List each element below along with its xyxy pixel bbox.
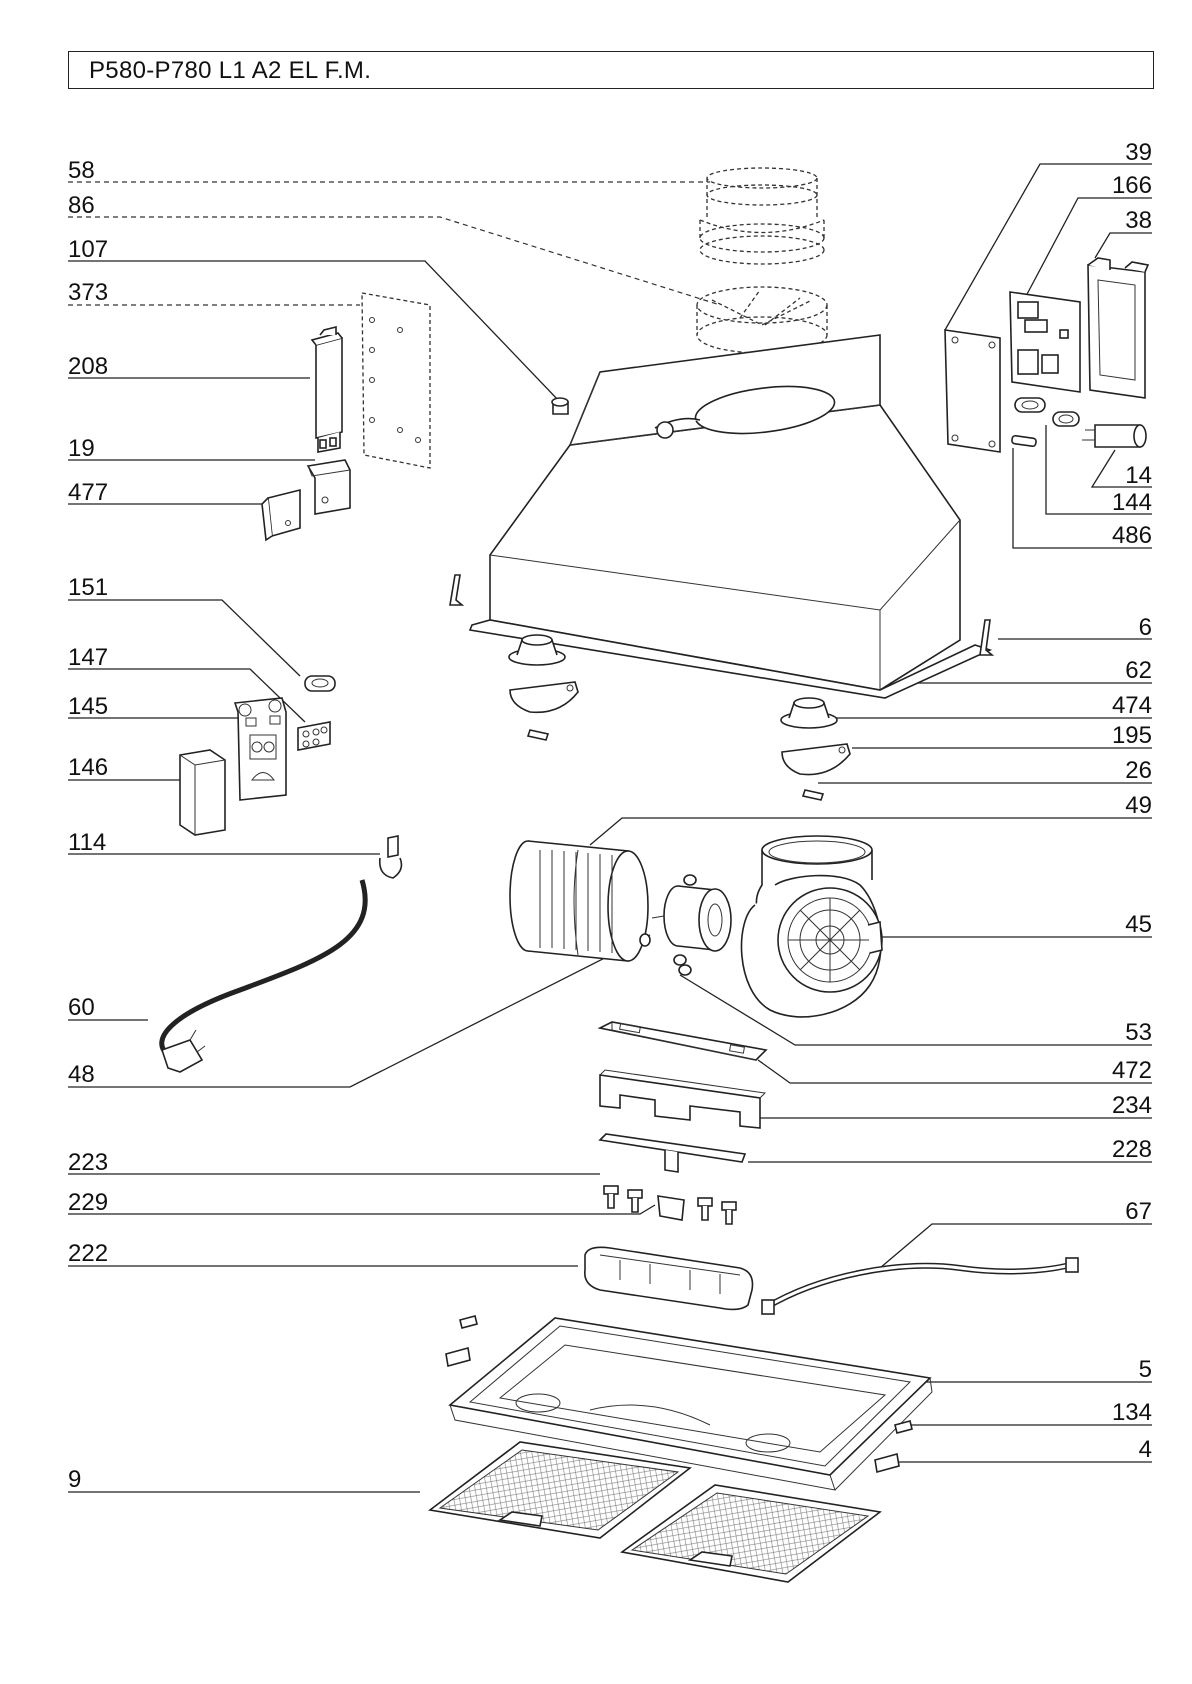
callout-208: 208 [68, 353, 108, 380]
leader-107 [68, 260, 561, 403]
part-67-cable [761, 1257, 1079, 1315]
part-38-housing [1087, 257, 1150, 399]
callout-144: 144 [1112, 489, 1152, 516]
callout-486: 486 [1112, 522, 1152, 549]
part-146-cover [179, 749, 226, 836]
leader-86 [68, 216, 721, 306]
part-107-clip [551, 397, 569, 415]
left-callouts: 58 86 107 373 208 19 477 151 147 145 146… [68, 157, 721, 1493]
leader-472 [757, 1059, 1152, 1084]
leader-49 [589, 817, 1152, 846]
part-228-plate [598, 1133, 747, 1173]
title-box: P580-P780 L1 A2 EL F.M. [68, 51, 1154, 89]
callout-147: 147 [68, 644, 108, 671]
callout-373: 373 [68, 279, 108, 306]
callout-53: 53 [1125, 1019, 1152, 1046]
leader-151 [68, 599, 301, 677]
callout-5: 5 [1139, 1356, 1152, 1383]
part-60-power-cord [159, 879, 368, 1073]
part-62-hood-body [468, 334, 993, 699]
part-472-bracket [597, 1021, 768, 1061]
callout-195: 195 [1112, 722, 1152, 749]
leader-14 [1090, 449, 1152, 488]
callout-151: 151 [68, 574, 108, 601]
part-114-cable-clamp [378, 835, 403, 879]
part-166-pcb [1009, 291, 1081, 393]
part-58-duct-collar [699, 167, 825, 265]
callout-14: 14 [1125, 462, 1152, 489]
page-title: P580-P780 L1 A2 EL F.M. [89, 57, 372, 84]
callout-234: 234 [1112, 1092, 1152, 1119]
part-229-button [657, 1195, 685, 1221]
part-145-switch-module [233, 697, 287, 801]
callout-134: 134 [1112, 1399, 1152, 1426]
part-151-grommet [304, 675, 336, 692]
leader-53 [679, 974, 1152, 1046]
callout-48: 48 [68, 1061, 95, 1088]
callout-107: 107 [68, 236, 108, 263]
part-373-plate [361, 292, 431, 469]
leader-39 [944, 163, 1152, 331]
leader-147 [68, 668, 306, 723]
callout-39: 39 [1125, 139, 1152, 166]
part-223-buttons [603, 1185, 737, 1225]
leader-48 [68, 934, 651, 1088]
callout-222: 222 [68, 1240, 108, 1267]
part-208-driver [310, 325, 343, 453]
callout-114: 114 [68, 829, 106, 856]
part-6-hooks [449, 574, 995, 656]
callout-67: 67 [1125, 1198, 1152, 1225]
leader-486 [1012, 448, 1152, 549]
part-486-fuse [1011, 434, 1037, 448]
leader-38 [1094, 232, 1152, 259]
callout-146: 146 [68, 754, 108, 781]
leader-67 [879, 1223, 1152, 1269]
part-477-cover [261, 488, 301, 542]
callout-6: 6 [1139, 614, 1152, 641]
callout-60: 60 [68, 994, 95, 1021]
part-9-filters [428, 1441, 882, 1583]
callout-38: 38 [1125, 207, 1152, 234]
callout-19: 19 [68, 435, 95, 462]
callout-474: 474 [1112, 692, 1152, 719]
part-147-terminal-block [297, 721, 331, 751]
callout-26: 26 [1125, 757, 1152, 784]
part-14-capacitor [1082, 424, 1147, 448]
part-39-board-cover [944, 329, 1001, 453]
callout-4: 4 [1139, 1436, 1152, 1463]
callout-58: 58 [68, 157, 95, 184]
part-234-bracket [599, 1069, 767, 1129]
callout-9: 9 [68, 1466, 81, 1493]
part-4-latches [445, 1346, 900, 1474]
part-26-bulb [526, 729, 825, 801]
callout-166: 166 [1112, 172, 1152, 199]
part-45-blower-housing [740, 835, 883, 1018]
part-474-lampholder [508, 634, 838, 729]
right-callouts: 39 166 38 14 144 486 6 62 474 195 26 49 … [589, 139, 1152, 1463]
callout-145: 145 [68, 693, 108, 720]
part-144-grommets [1014, 397, 1080, 427]
callout-49: 49 [1125, 792, 1152, 819]
callout-228: 228 [1112, 1136, 1152, 1163]
part-53-spacers [673, 874, 697, 976]
part-48-motor [639, 885, 732, 952]
callout-45: 45 [1125, 911, 1152, 938]
callout-472: 472 [1112, 1057, 1152, 1084]
callout-62: 62 [1125, 657, 1152, 684]
part-49-impeller [509, 840, 649, 962]
callout-229: 229 [68, 1189, 108, 1216]
part-134-latches [459, 1315, 913, 1434]
part-195-bracket [509, 681, 851, 776]
callout-477: 477 [68, 479, 108, 506]
part-5-frame [448, 1317, 933, 1491]
leader-166 [1024, 197, 1152, 299]
part-19-bracket [306, 459, 351, 515]
part-86-backdraft-valve [696, 286, 828, 354]
leader-229 [68, 1204, 656, 1215]
leader-144 [1045, 425, 1152, 515]
part-222-control-panel [583, 1246, 754, 1311]
callout-86: 86 [68, 192, 95, 219]
callout-223: 223 [68, 1149, 108, 1176]
